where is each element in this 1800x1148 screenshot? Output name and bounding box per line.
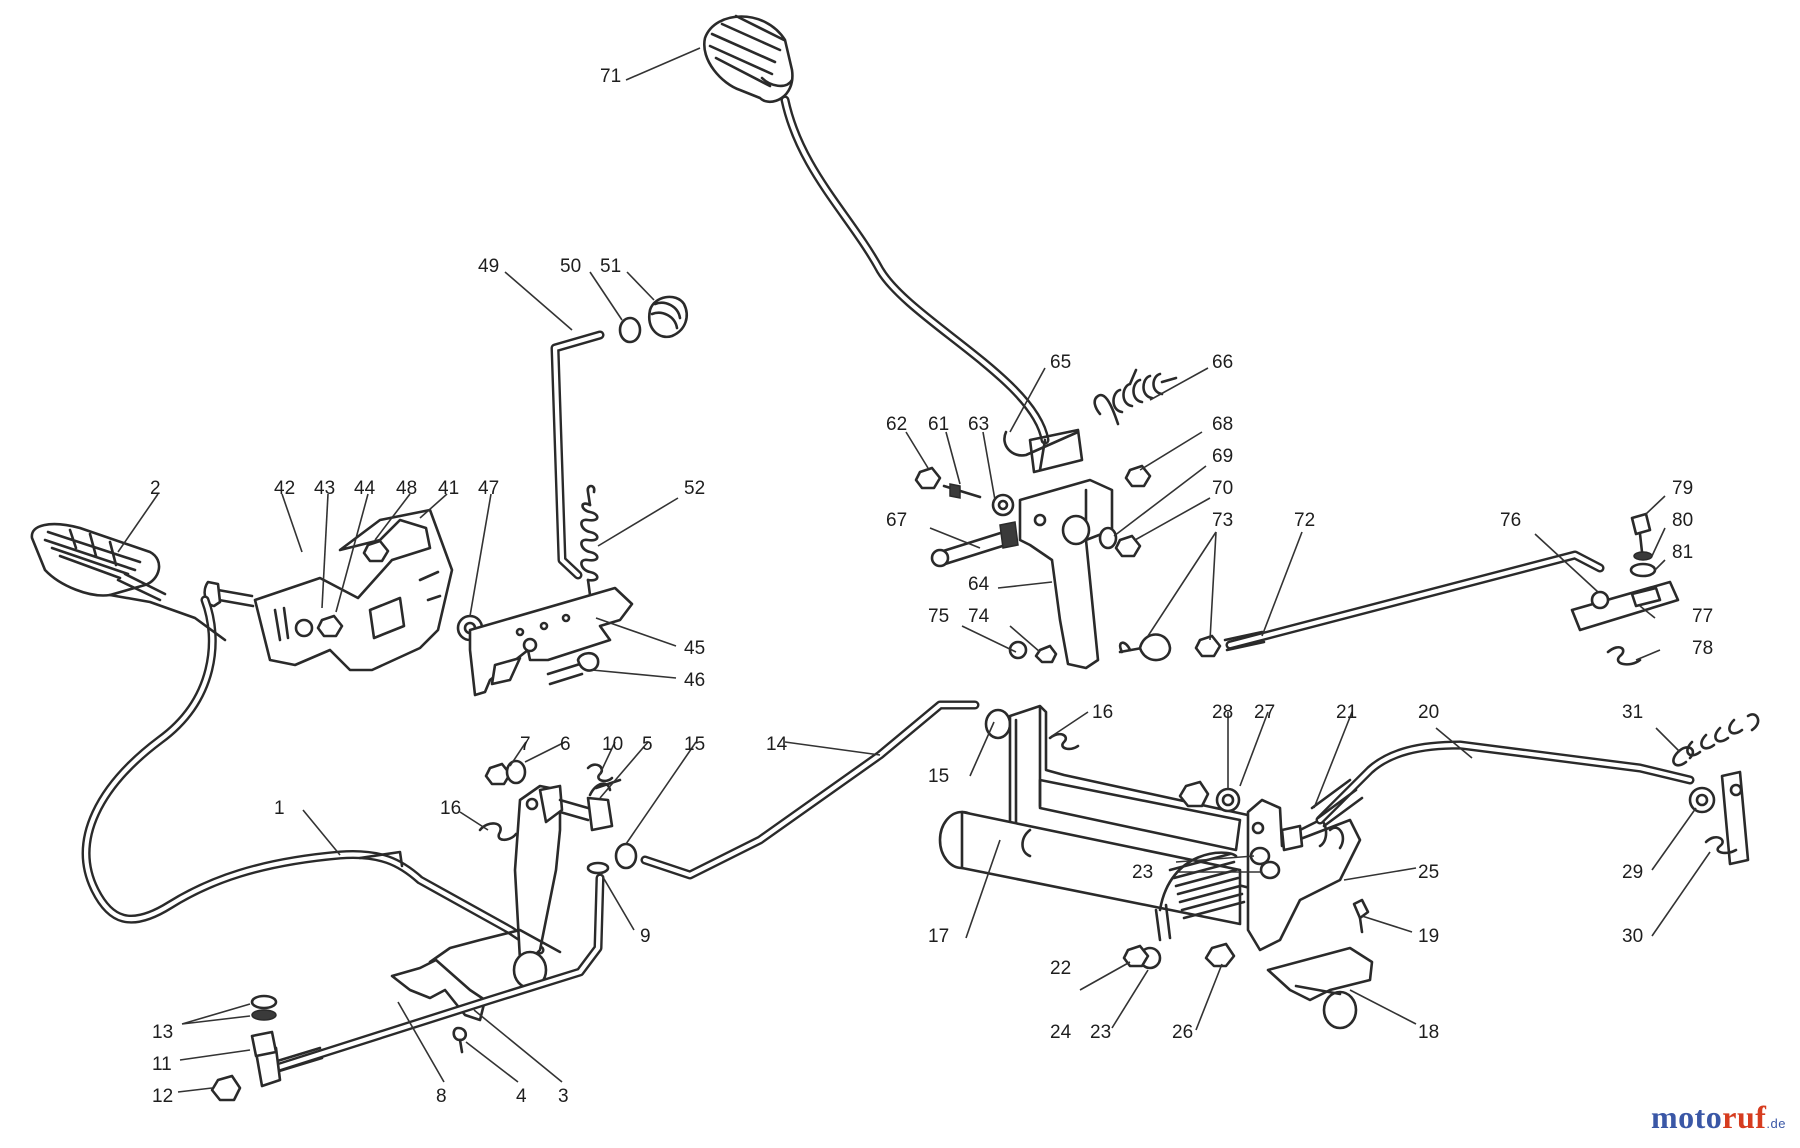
label-15: 15	[684, 734, 705, 755]
label-79: 79	[1672, 478, 1693, 499]
shaft-assembly	[938, 704, 1374, 1030]
label-63: 63	[968, 414, 989, 435]
part-labels: 71 49 50 51 65 66 62 61 63 68 69 70 73 7…	[150, 66, 1713, 1107]
brand-part-3: .de	[1766, 1116, 1786, 1131]
hardware-27-28	[1178, 780, 1241, 813]
label-8: 8	[436, 1086, 447, 1107]
label-45: 45	[684, 638, 705, 659]
label-78: 78	[1692, 638, 1713, 659]
label-42: 42	[274, 478, 295, 499]
label-66: 66	[1212, 352, 1233, 373]
rod-20	[1310, 740, 1750, 866]
label-10: 10	[602, 734, 623, 755]
label-61: 61	[928, 414, 949, 435]
label-80: 80	[1672, 510, 1693, 531]
label-26: 26	[1172, 1022, 1193, 1043]
label-21: 21	[1336, 702, 1357, 723]
pedal-bracket-center	[390, 759, 622, 1054]
label-2: 2	[150, 478, 161, 499]
label-12: 12	[152, 1086, 173, 1107]
label-43: 43	[314, 478, 335, 499]
label-62: 62	[886, 414, 907, 435]
label-3: 3	[558, 1086, 569, 1107]
label-9: 9	[640, 926, 651, 947]
label-72: 72	[1294, 510, 1315, 531]
label-69: 69	[1212, 446, 1233, 467]
label-16: 16	[440, 798, 461, 819]
bracket-64	[914, 464, 1222, 670]
label-68: 68	[1212, 414, 1233, 435]
bracket-41	[203, 508, 484, 672]
label-18: 18	[1418, 1022, 1439, 1043]
pedal-lever-1	[30, 522, 545, 955]
label-23: 23	[1132, 862, 1153, 883]
label-29: 29	[1622, 862, 1643, 883]
label-75: 75	[928, 606, 949, 627]
label-5: 5	[642, 734, 653, 755]
rod-8	[210, 861, 610, 1102]
label-25: 25	[1418, 862, 1439, 883]
rod-49	[550, 295, 688, 580]
label-19: 19	[1418, 926, 1439, 947]
label-81: 81	[1672, 542, 1693, 563]
label-27: 27	[1254, 702, 1275, 723]
label-11: 11	[152, 1054, 172, 1075]
label-77: 77	[1692, 606, 1713, 627]
brand-part-2: ruf	[1722, 1099, 1767, 1135]
label-30: 30	[1622, 926, 1643, 947]
label-22: 22	[1050, 958, 1071, 979]
label-52: 52	[684, 478, 705, 499]
label-1: 1	[274, 798, 285, 819]
label-28: 28	[1212, 702, 1233, 723]
spring-52	[580, 484, 599, 597]
label-76: 76	[1500, 510, 1521, 531]
label-14: 14	[766, 734, 788, 755]
label-31: 31	[1622, 702, 1643, 723]
label-23b: 23	[1090, 1022, 1111, 1043]
label-73: 73	[1212, 510, 1233, 531]
label-20: 20	[1418, 702, 1439, 723]
brand-part-1: moto	[1650, 1099, 1723, 1135]
label-46: 46	[684, 670, 705, 691]
plate-77	[1570, 512, 1680, 666]
label-7: 7	[520, 734, 531, 755]
label-15b: 15	[928, 766, 949, 787]
label-6: 6	[560, 734, 571, 755]
label-67: 67	[886, 510, 907, 531]
spring-31	[1672, 713, 1760, 767]
label-51: 51	[600, 256, 621, 277]
label-13: 13	[152, 1022, 173, 1043]
label-16b: 16	[1092, 702, 1113, 723]
label-64: 64	[968, 574, 990, 595]
lever-knob	[702, 14, 794, 104]
label-49: 49	[478, 256, 499, 277]
label-71: 71	[600, 66, 621, 87]
label-50: 50	[560, 256, 581, 277]
label-17: 17	[928, 926, 949, 947]
rod-72	[1223, 550, 1605, 652]
label-24: 24	[1050, 1022, 1072, 1043]
label-65: 65	[1050, 352, 1071, 373]
rod-14	[614, 700, 1080, 880]
label-41: 41	[438, 478, 459, 499]
label-48: 48	[396, 478, 417, 499]
label-70: 70	[1212, 478, 1233, 499]
spring-66	[1093, 368, 1178, 426]
plate-45	[468, 586, 634, 697]
label-4: 4	[516, 1086, 527, 1107]
label-44: 44	[354, 478, 376, 499]
brand-watermark: motoruf.de	[1651, 1099, 1786, 1136]
label-74: 74	[968, 606, 990, 627]
gear-lever-assembly	[702, 14, 1084, 474]
label-47: 47	[478, 478, 499, 499]
leader-lines	[117, 47, 1711, 1093]
